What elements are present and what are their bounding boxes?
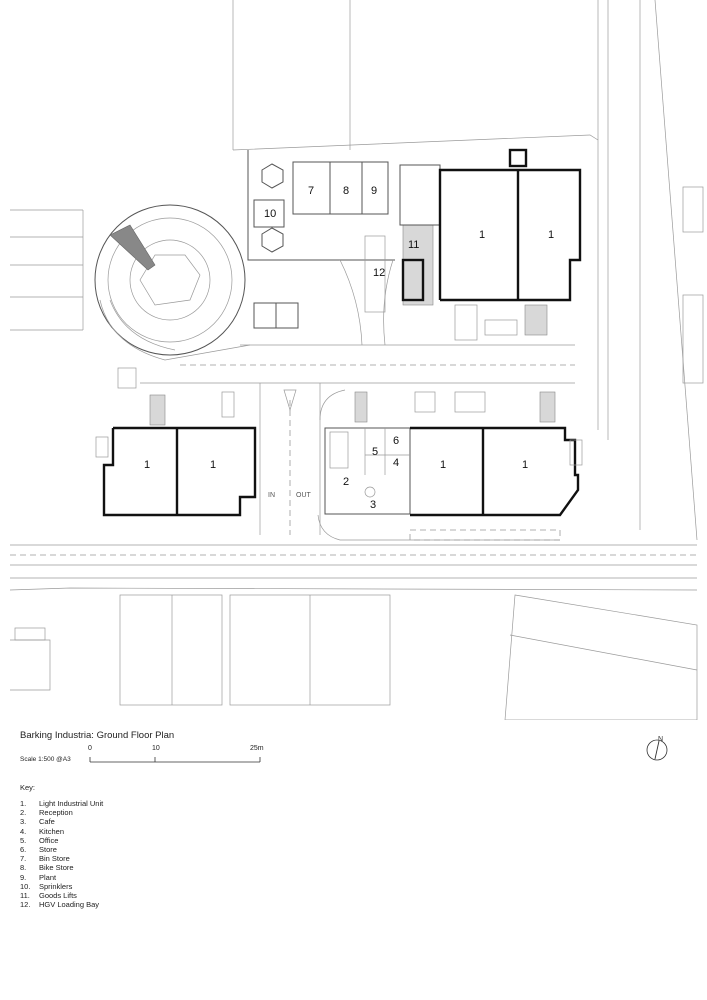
label-store: 6: [393, 435, 399, 447]
label-in: IN: [268, 492, 275, 499]
key-item-label: Goods Lifts: [39, 891, 77, 901]
key-item: 5. Office: [20, 836, 103, 845]
scale-text: Scale 1:500 @A3: [20, 756, 71, 763]
label-unit-north-right: 1: [548, 229, 554, 241]
key-item-number: 2.: [20, 808, 27, 818]
south-east-units: [317, 389, 583, 541]
north-ancillary-block: [247, 150, 441, 346]
label-unit-sw-left: 1: [144, 459, 150, 471]
key-item-label: Kitchen: [39, 826, 65, 836]
key-item-label: Light Industrial Unit: [39, 799, 104, 808]
key-item-label: Sprinklers: [39, 881, 73, 891]
key-item-label: Store: [39, 845, 57, 855]
scale-bar-line: [89, 757, 261, 763]
label-office: 5: [372, 446, 378, 458]
key-item-number: 5.: [20, 835, 27, 845]
key-item: 1. Light Industrial Unit: [20, 799, 103, 808]
label-bin-store: 7: [308, 185, 314, 197]
key-item-label: HGV Loading Bay: [39, 900, 100, 910]
key-item-number: 10.: [20, 881, 31, 891]
label-cafe: 3: [370, 499, 376, 511]
site-context: [9, 0, 704, 720]
unit-labels: 1 1 1 1 1 1 2 3 4 5 6 7 8 9 10 11 12 IN …: [144, 185, 554, 511]
north-units: [438, 148, 582, 341]
key-item: 3. Cafe: [20, 817, 103, 826]
key-item-number: 3.: [20, 817, 27, 827]
key-item-label: Reception: [39, 808, 73, 818]
key-item-label: Office: [39, 835, 59, 845]
key-item: 4. Kitchen: [20, 827, 103, 836]
scale-tick-10: 10: [152, 745, 160, 752]
label-kitchen: 4: [393, 457, 399, 469]
key-list: 1. Light Industrial Unit 2. Reception 3. Ca…: [20, 799, 103, 909]
key-item: 11. Goods Lifts: [20, 891, 103, 900]
north-label: N: [658, 736, 663, 743]
label-out: OUT: [296, 492, 312, 499]
label-unit-se-left: 1: [440, 459, 446, 471]
key-item: 12. HGV Loading Bay: [20, 900, 103, 909]
key-item: 8. Bike Store: [20, 863, 103, 872]
key-item-number: 8.: [20, 863, 27, 873]
label-plant: 9: [371, 185, 377, 197]
label-unit-se-right: 1: [522, 459, 528, 471]
north-arrow-icon: N: [646, 736, 668, 761]
key-title: Key:: [20, 783, 36, 792]
key-item: 6. Store: [20, 845, 103, 854]
key-item-number: 1.: [20, 799, 27, 808]
key-item-label: Bin Store: [39, 854, 70, 864]
label-reception: 2: [343, 476, 349, 488]
key-item-label: Plant: [39, 872, 57, 882]
key-item: 10. Sprinklers: [20, 882, 103, 891]
south-west-units: [95, 426, 257, 517]
key-item: 9. Plant: [20, 873, 103, 882]
key-item-number: 11.: [20, 891, 30, 901]
key-item-label: Cafe: [39, 817, 55, 827]
key-item: 7. Bin Store: [20, 854, 103, 863]
label-loading-bay: 12: [373, 267, 385, 279]
scale-bar: 0 10 25m: [84, 745, 274, 767]
scale-tick-25: 25m: [250, 745, 264, 752]
drawing-title: Barking Industria: Ground Floor Plan: [20, 730, 175, 741]
internal-road: [117, 344, 575, 535]
site-plan-drawing: 1 1 1 1 1 1 2 3 4 5 6 7 8 9 10 11 12 IN …: [9, 0, 704, 720]
key-item-number: 12.: [20, 900, 31, 910]
label-goods-lifts: 11: [408, 239, 419, 251]
key-item-number: 4.: [20, 826, 27, 836]
key-item-label: Bike Store: [39, 863, 74, 873]
key-item-number: 7.: [20, 854, 27, 864]
scale-tick-0: 0: [88, 745, 92, 752]
key-item-number: 9.: [20, 872, 27, 882]
label-bike-store: 8: [343, 185, 349, 197]
label-unit-sw-right: 1: [210, 459, 216, 471]
key-item-number: 6.: [20, 845, 27, 855]
circular-ramp: [94, 204, 251, 361]
label-sprinklers: 10: [264, 208, 276, 220]
label-unit-north-left: 1: [479, 229, 485, 241]
key-item: 2. Reception: [20, 808, 103, 817]
